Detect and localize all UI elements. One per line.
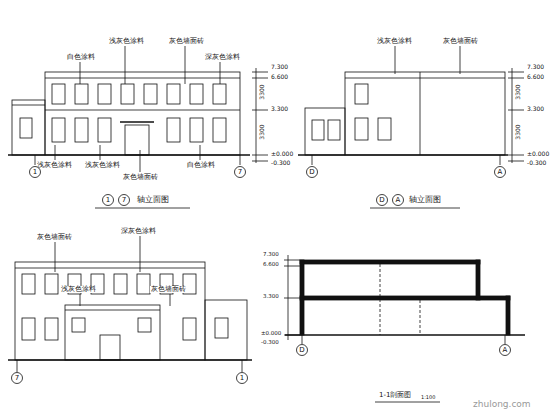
dimension-text: 3300	[259, 83, 265, 100]
axis-number: D	[376, 194, 388, 206]
annotation-text: 深灰色涂料	[120, 228, 157, 235]
axis-number: 1	[102, 194, 114, 206]
annotation-text: 白色涂料	[186, 162, 216, 169]
dimension-text: 1:100	[420, 395, 436, 400]
window	[45, 318, 58, 340]
window	[75, 84, 88, 104]
window	[167, 84, 180, 104]
annotation-text: 白色涂料	[66, 54, 96, 61]
window	[328, 120, 340, 140]
axis-bubble: 7	[11, 372, 23, 384]
axis-bubble: 1	[29, 166, 41, 178]
dimension-text: ±0.000	[270, 151, 294, 157]
window	[114, 274, 127, 294]
dimension-text: 6.600	[262, 262, 280, 268]
axis-bubble: A	[499, 344, 511, 356]
axis-number: A	[392, 194, 404, 206]
dimension-text: -0.300	[260, 340, 280, 346]
axis-bubble: D	[306, 166, 318, 178]
window	[20, 118, 32, 138]
window	[52, 118, 65, 142]
watermark: zhulong.com	[472, 400, 532, 409]
window	[137, 274, 150, 294]
dimension-text: 7.300	[262, 252, 280, 258]
window	[190, 118, 203, 142]
dimension-text: ±0.000	[526, 151, 550, 157]
window	[72, 318, 85, 332]
axis-bubble: A	[392, 194, 404, 206]
window	[138, 318, 151, 332]
annotation-text: 深灰色涂料	[204, 54, 241, 61]
dimension-text: 7.300	[270, 64, 289, 70]
window	[213, 118, 226, 142]
window	[190, 84, 203, 104]
dimension-text: 3300	[515, 83, 521, 100]
annotation-text: 浅灰色涂料	[84, 162, 121, 169]
annotation-text: 1-1剖面图	[378, 392, 412, 399]
dimension-text: 6.600	[526, 74, 545, 80]
axis-number: A	[499, 344, 511, 356]
axis-number: A	[494, 166, 506, 178]
annotation-text: 灰色墙面砖	[36, 234, 73, 241]
dimension-text: 3.300	[270, 106, 289, 112]
axis-number: D	[306, 166, 318, 178]
axis-bubble: 7	[234, 166, 246, 178]
dimension-text: 3.300	[262, 294, 280, 300]
axis-number: 7	[234, 166, 246, 178]
axis-number: 7	[118, 194, 130, 206]
window	[355, 118, 368, 140]
window	[98, 84, 111, 104]
dimension-text: ±0.000	[260, 331, 282, 337]
annotation-text: 灰色墙面砖	[442, 38, 479, 45]
dimension-text: 7.300	[526, 64, 545, 70]
window	[215, 318, 228, 338]
dimension-text: 3300	[515, 123, 521, 140]
window	[45, 274, 58, 294]
annotation-text: 轴立面图	[136, 196, 170, 204]
window	[22, 318, 35, 340]
window	[98, 118, 111, 142]
window	[52, 84, 65, 104]
dimension-text: -0.300	[526, 160, 547, 166]
axis-bubble: 1	[102, 194, 114, 206]
window	[22, 274, 35, 294]
dimension-text: 3.300	[526, 106, 545, 112]
annotation-text: 灰色墙面砖	[150, 286, 187, 293]
annotation-text: 轴立面图	[408, 196, 442, 204]
annotation-text: 灰色墙面砖	[122, 174, 159, 181]
axis-bubble: A	[494, 166, 506, 178]
annotation-text: 浅灰色涂料	[376, 38, 413, 45]
axis-number: 7	[11, 372, 23, 384]
window	[312, 120, 324, 140]
dimension-text: -0.300	[270, 160, 291, 166]
axis-bubble: 1	[236, 372, 248, 384]
annotation-text: 浅灰色涂料	[108, 38, 145, 45]
window	[378, 118, 391, 140]
axis-number: 1	[29, 166, 41, 178]
annotation-text: 浅灰色涂料	[36, 162, 73, 169]
window	[75, 118, 88, 142]
annotation-text: 浅灰色涂料	[60, 286, 97, 293]
axis-bubble: 7	[118, 194, 130, 206]
axis-bubble: D	[376, 194, 388, 206]
dimension-text: 3300	[259, 123, 265, 140]
annotation-text: 灰色墙面砖	[168, 38, 205, 45]
window	[144, 84, 157, 104]
window	[213, 84, 226, 104]
window	[183, 318, 196, 340]
axis-number: 1	[236, 372, 248, 384]
window	[121, 84, 134, 104]
dimension-text: 6.600	[270, 74, 289, 80]
axis-bubble: D	[296, 344, 308, 356]
axis-number: D	[296, 344, 308, 356]
window	[355, 84, 368, 104]
window	[167, 118, 180, 142]
